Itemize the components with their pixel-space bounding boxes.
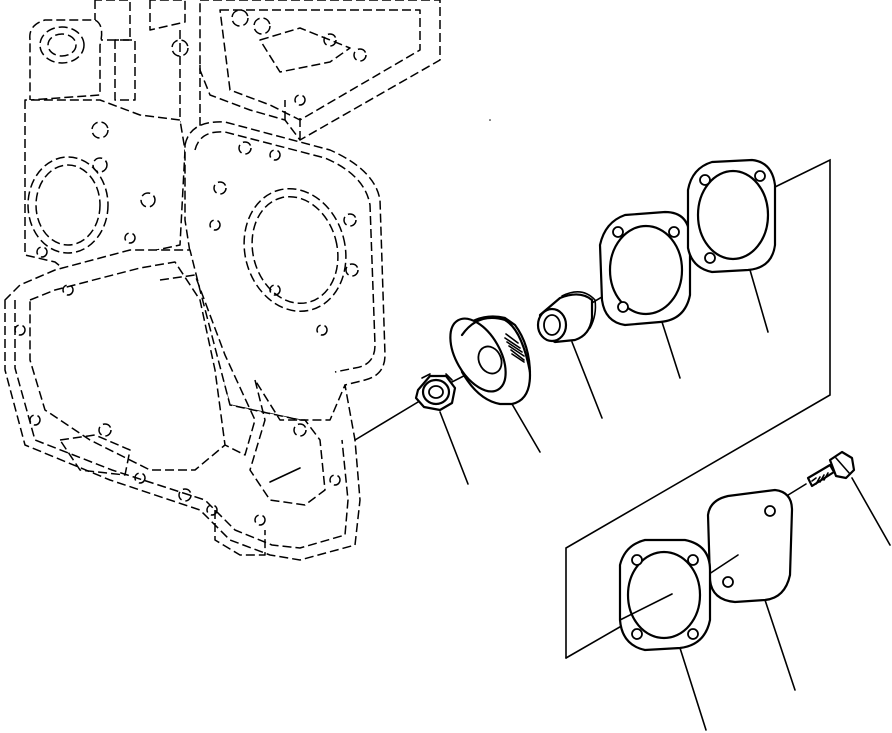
- leader-line-gear: [511, 403, 541, 453]
- case-centerline: [269, 467, 301, 483]
- gasket-axis-line: [619, 593, 673, 621]
- leader-line-inner-gasket: [661, 321, 681, 379]
- cover-gasket: [618, 538, 712, 731]
- alternate-kit-frame: [565, 158, 831, 659]
- cover-plate: [699, 488, 796, 691]
- cover-bolt: [779, 450, 891, 546]
- leader-line-outer-gasket: [749, 269, 769, 333]
- stray-mark: [489, 119, 491, 121]
- leader-line-nut: [439, 411, 469, 485]
- leader-line-bolt: [851, 477, 891, 546]
- leader-line-plate: [764, 599, 796, 691]
- bushing: [536, 291, 603, 419]
- drive-gear: [449, 315, 541, 453]
- flange-nut: [414, 373, 469, 485]
- outer-gasket: [686, 158, 777, 333]
- leader-line-cover-gasket: [679, 647, 707, 731]
- engine-front-case: [4, 0, 441, 561]
- inner-gasket: [598, 210, 692, 379]
- shaft-axis-line: [354, 395, 429, 441]
- leader-line-bushing: [571, 341, 603, 419]
